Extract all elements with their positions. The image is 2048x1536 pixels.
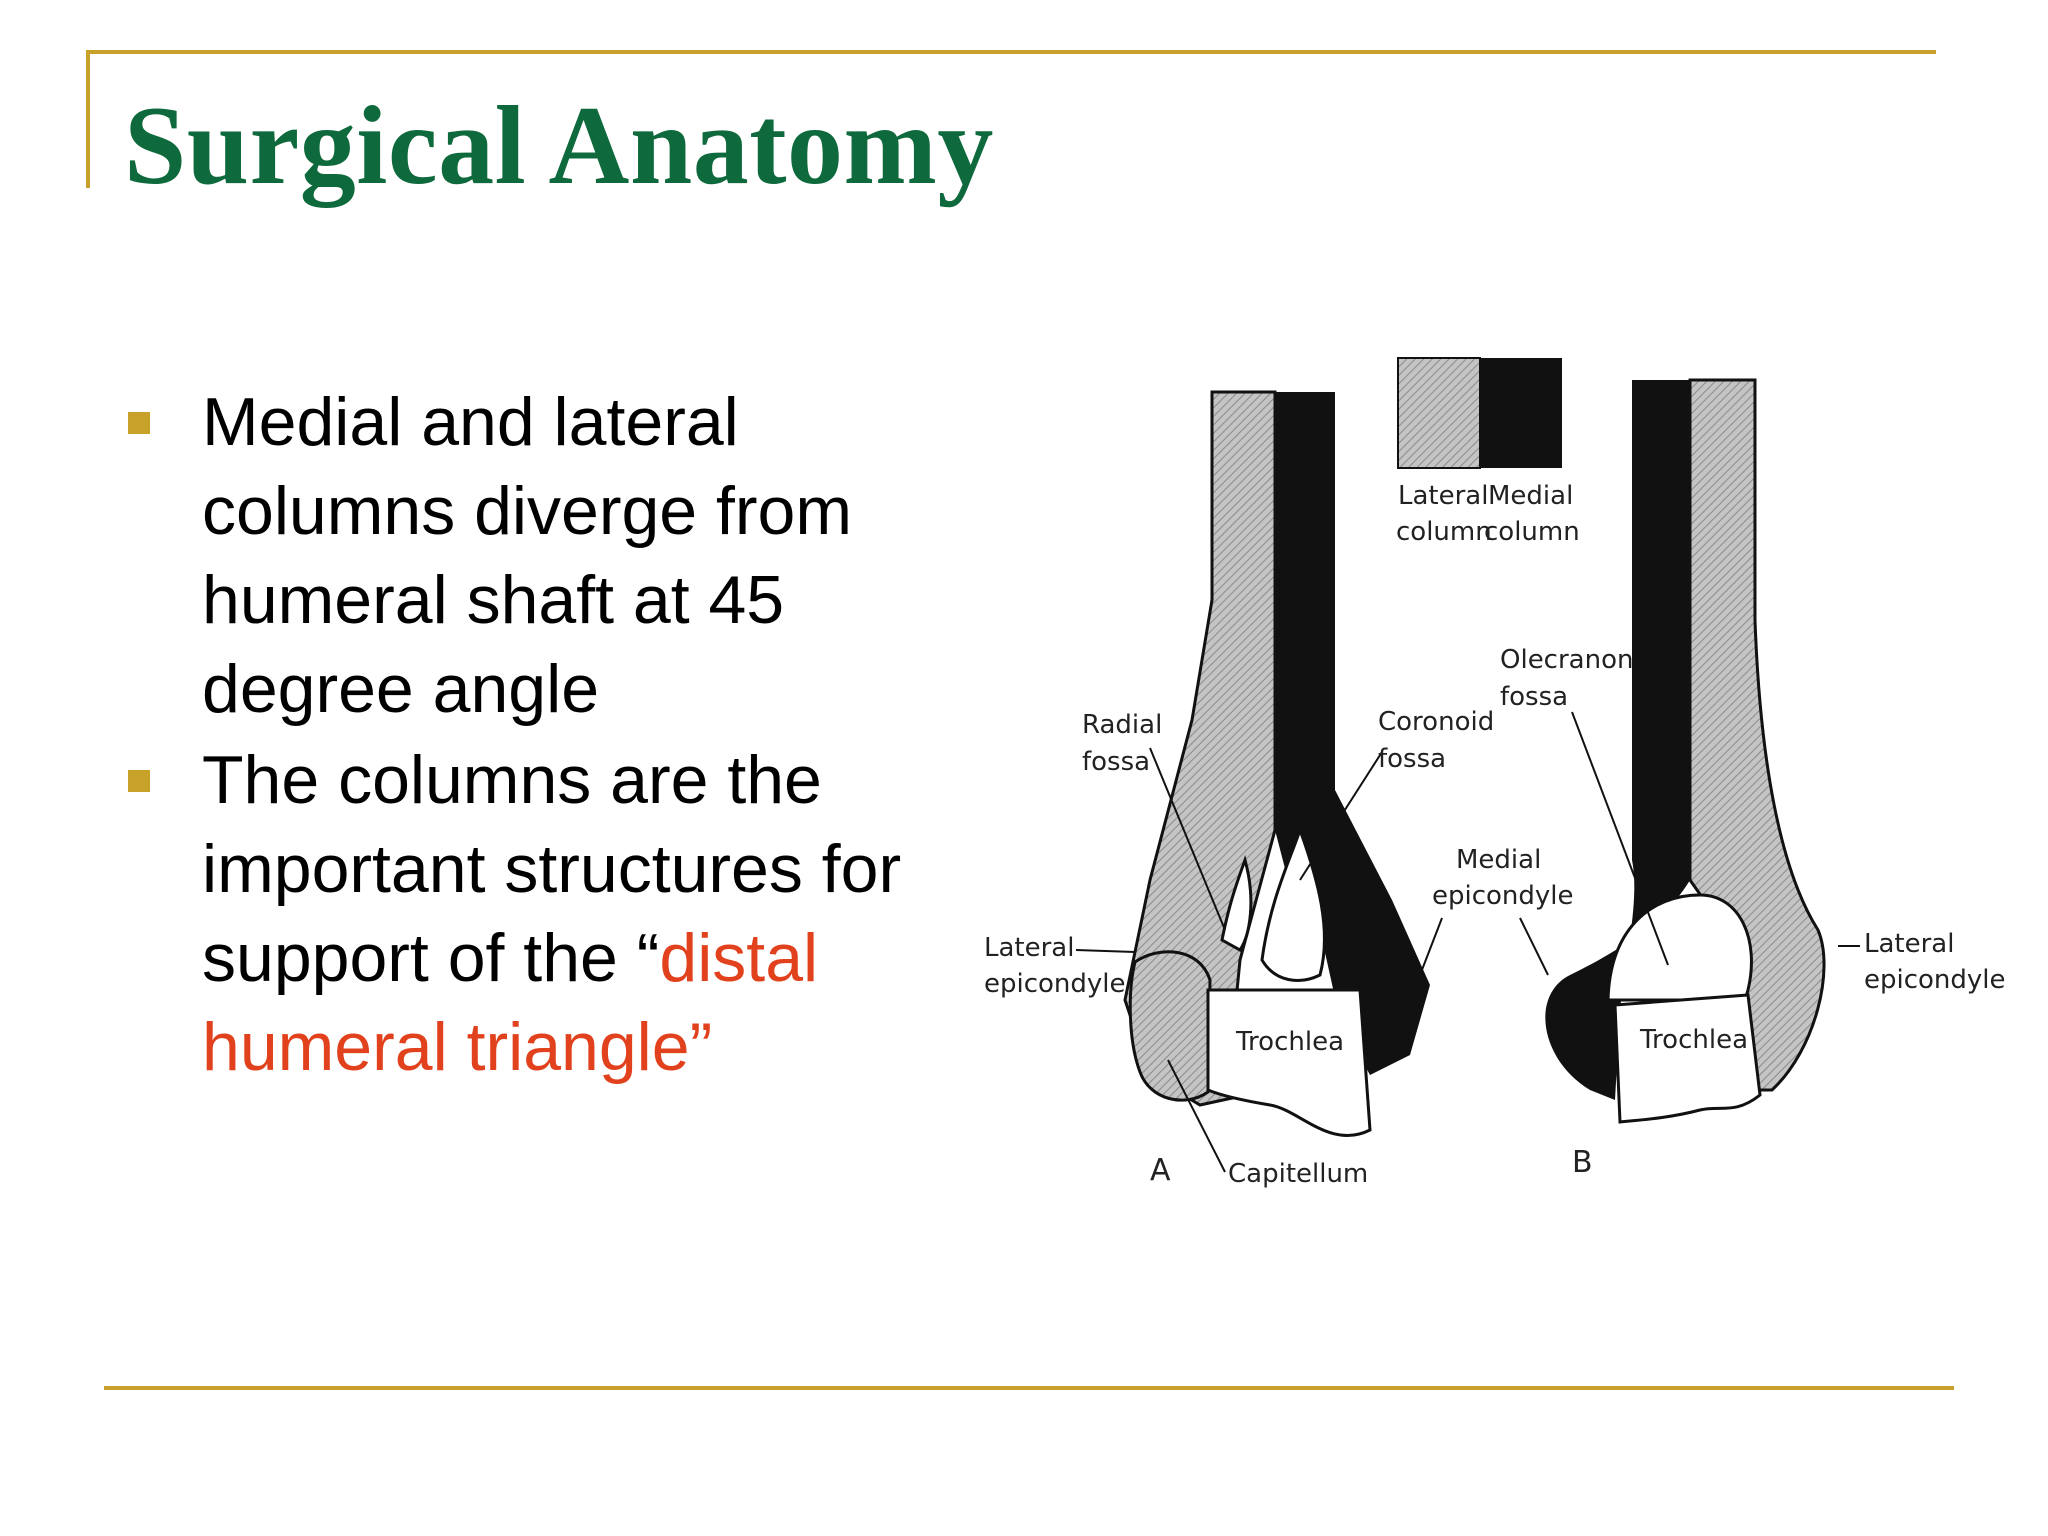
- trochlea-shape-b: [1613, 993, 1762, 1124]
- medial-epicondyle-label: Medial: [1456, 845, 1541, 875]
- medial-epicondyle-label-2: epicondyle: [1432, 881, 1574, 911]
- square-bullet-icon: [128, 770, 150, 792]
- radial-fossa-label-2: fossa: [1082, 747, 1150, 777]
- bullet-text: Medial and lateral columns diverge from …: [202, 384, 853, 727]
- olecranon-fossa-shape: [1606, 893, 1753, 1002]
- radial-fossa-shape: [1220, 854, 1253, 952]
- medial-column-swatch: [1480, 358, 1562, 468]
- panel-a-label: A: [1150, 1153, 1171, 1188]
- legend-medial-label: Medial: [1488, 481, 1573, 511]
- capitellum-shape: [1128, 950, 1212, 1102]
- trochlea-shape-a: [1206, 988, 1372, 1137]
- lateral-column-swatch: [1397, 357, 1481, 469]
- highlighted-term: distal humeral triangle”: [202, 920, 819, 1085]
- square-bullet-icon: [128, 412, 150, 434]
- radial-fossa-label: Radial: [1082, 710, 1162, 740]
- bullet-item: Medial and lateral columns diverge from …: [124, 378, 964, 734]
- olecranon-fossa-label: Olecranon: [1500, 645, 1633, 675]
- posterior-view-b: [1545, 378, 1826, 1124]
- slide-title: Surgical Anatomy: [124, 84, 994, 208]
- trochlea-b-label: Trochlea: [1639, 1025, 1748, 1055]
- bullet-list: Medial and lateral columns diverge from …: [124, 378, 964, 1094]
- lateral-epicondyle-b-label: Lateral: [1864, 929, 1954, 959]
- lateral-epicondyle-a-label: Lateral: [984, 933, 1074, 963]
- capitellum-label: Capitellum: [1228, 1159, 1368, 1189]
- top-accent-rule: [86, 50, 1936, 54]
- anterior-view-a: [1123, 390, 1430, 1137]
- legend-medial-label-2: column: [1484, 517, 1580, 547]
- lateral-epicondyle-b-label-2: epicondyle: [1864, 965, 2006, 995]
- trochlea-a-label: Trochlea: [1235, 1027, 1344, 1057]
- legend-lateral-label: Lateral: [1398, 481, 1488, 511]
- coronoid-fossa-label-2: fossa: [1378, 744, 1446, 774]
- label-leader-lines: [1075, 711, 1860, 1173]
- bullet-item: The columns are the important structures…: [124, 736, 964, 1092]
- left-accent-rule: [86, 50, 90, 188]
- olecranon-fossa-label-2: fossa: [1500, 682, 1568, 712]
- panel-b-label: B: [1572, 1145, 1593, 1180]
- lateral-epicondyle-a-label-2: epicondyle: [984, 969, 1126, 999]
- legend-lateral-label-2: column: [1396, 517, 1492, 547]
- coronoid-fossa-label: Coronoid: [1378, 707, 1494, 737]
- bullet-text: The columns are the important structures…: [202, 742, 902, 996]
- column-legend: Lateral column Medial column: [1396, 357, 1580, 547]
- bottom-accent-rule: [104, 1386, 1954, 1390]
